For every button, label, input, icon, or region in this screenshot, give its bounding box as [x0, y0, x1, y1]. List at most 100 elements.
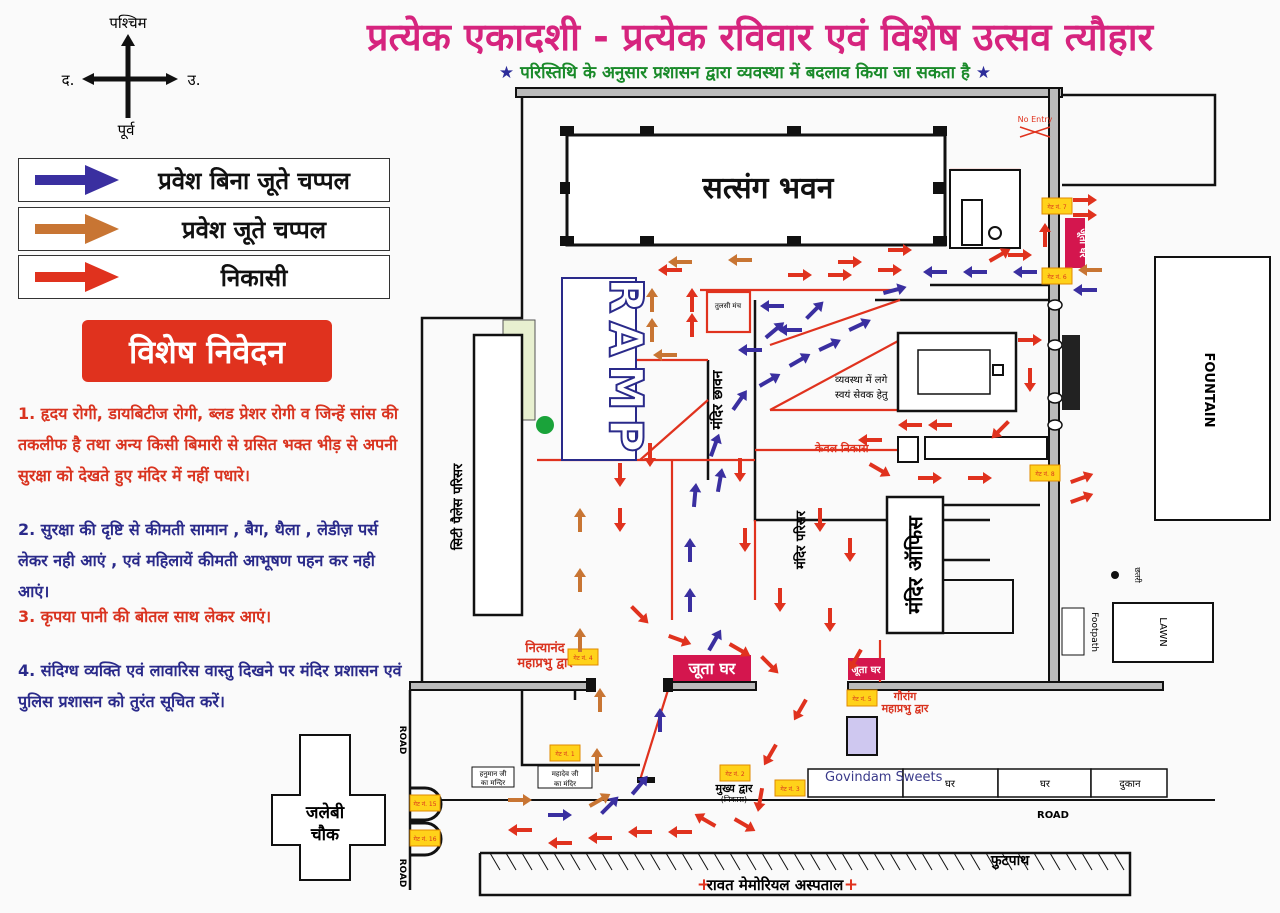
hatch-line [617, 852, 629, 871]
flow-arrows [508, 194, 1102, 849]
flow-arrow-icon [824, 608, 836, 632]
gate-label: गेट नं. 7 [1047, 203, 1066, 211]
flow-arrow-icon [646, 288, 658, 312]
hospital-plus-left: + [697, 875, 711, 895]
compass: पश्चिम द. उ. पूर्व [62, 14, 201, 140]
flow-arrow-icon [654, 708, 666, 732]
flow-arrow-icon [588, 793, 611, 808]
flow-arrow-icon [868, 462, 891, 477]
flow-arrow-icon [753, 787, 766, 812]
hatch-line [969, 852, 981, 871]
mandir-chhavan-label: मंदिर छावन [709, 369, 726, 430]
gate-label: गेट नं. 4 [573, 654, 592, 662]
gate-marker: गेट नं. 16 [409, 829, 441, 847]
star-icon: ★ [975, 63, 992, 83]
gate-markers: गेट नं. 1गेट नं. 2गेट नं. 3गेट नं. 4गेट … [409, 197, 1073, 847]
hatch-line [1017, 852, 1029, 871]
shoe-house-gauranga [848, 658, 885, 680]
gate-marker: गेट नं. 7 [1041, 197, 1073, 215]
hatch-line [777, 852, 789, 871]
side-room [949, 169, 1021, 249]
jalebi-label-1: जलेबी [305, 802, 345, 823]
hatch-line [489, 852, 501, 871]
flow-arrow-icon [1078, 264, 1102, 276]
hatch-line [873, 852, 885, 871]
flow-arrow-icon [1018, 334, 1042, 346]
flow-arrow-icon [858, 434, 882, 446]
nityanand-gate-label-2: महाप्रभु द्वार [516, 656, 573, 671]
flow-arrow-icon [888, 244, 912, 256]
flow-arrow-icon [646, 318, 658, 342]
flow-arrow-icon [738, 344, 762, 356]
legend-entry-exit: निकासी [18, 255, 390, 299]
flow-arrow-icon [574, 568, 586, 592]
hatch-line [921, 852, 933, 871]
flow-arrow-icon [694, 813, 717, 828]
fountain [1154, 256, 1271, 521]
flow-arrow-icon [628, 826, 652, 838]
flow-arrow-icon [848, 648, 863, 671]
no-entry-icon [1019, 126, 1051, 138]
flow-arrow-icon [878, 264, 902, 276]
legend-label: प्रवेश जूते चप्पल [181, 215, 327, 244]
gate-label: गेट नं. 15 [413, 800, 436, 808]
flow-arrow-icon [574, 508, 586, 532]
flow-arrow-icon [923, 266, 947, 278]
lawn-label: LAWN [1157, 617, 1168, 646]
flow-arrow-icon [588, 832, 612, 844]
notice-item-3: 3. कृपया पानी की बोतल साथ लेकर आएं। [18, 607, 272, 626]
gate-marker: गेट नं. 3 [774, 779, 806, 797]
subtitle-text: परिस्तिथि के अनुसार प्रशासन द्वारा व्यवस… [520, 63, 970, 83]
flow-arrow-icon [658, 264, 682, 276]
flow-arrow-icon [591, 748, 603, 772]
hatch-line [1001, 852, 1013, 871]
hatch-line [857, 852, 869, 871]
volunteer-label-2: स्वयं सेवक हेतु [835, 389, 889, 401]
gate-marker: गेट नं. 4 [567, 648, 599, 666]
mandir-office [885, 495, 945, 635]
flow-arrow-icon [689, 483, 702, 508]
flow-arrow-icon [686, 288, 698, 312]
flow-arrow-icon [548, 809, 572, 821]
hatch-line [889, 852, 901, 871]
hatch-line [697, 852, 709, 871]
hatch-line [729, 852, 741, 871]
hatch-line [585, 852, 597, 871]
flow-arrow-icon [686, 313, 698, 337]
star-icon: ★ [498, 63, 515, 83]
gauranga-gate-label: गौरांग [893, 689, 917, 703]
legend-label: निकासी [220, 263, 288, 292]
mahadev-label-2: का मंदिर [554, 779, 576, 788]
flow-arrow-icon [630, 605, 649, 624]
city-palace-parisar [472, 333, 524, 617]
shoe-house-main-label: जूता घर [688, 659, 737, 679]
arrow-icon [35, 214, 119, 244]
tulsi-label: तुलसी मंच [715, 301, 742, 310]
flow-arrow-icon [963, 266, 987, 278]
flow-arrow-icon [760, 655, 779, 674]
flow-arrow-icon [844, 538, 856, 562]
flow-arrow-icon [828, 269, 852, 281]
flow-arrow-icon [928, 419, 952, 431]
flow-arrow-icon [1070, 491, 1094, 504]
hatch-line [1081, 852, 1093, 871]
shoe-house-gauranga-label: जूता घर [850, 665, 881, 677]
flow-arrow-icon [728, 642, 751, 657]
hospital-label: रावत मेमोरियल अस्पताल [706, 876, 844, 894]
hatch-line [809, 852, 821, 871]
flow-arrow-icon [644, 443, 656, 467]
flow-arrow-icon [668, 256, 692, 268]
staircase [1062, 335, 1080, 410]
page-subtitle: ★ परिस्तिथि के अनुसार प्रशासन द्वारा व्य… [450, 60, 1040, 83]
flow-arrow-icon [728, 254, 752, 266]
hatch-line [537, 852, 549, 871]
mandir-office-label: मंदिर ऑफिस [903, 515, 927, 615]
flow-arrow-icon [574, 628, 586, 652]
flow-arrow-icon [991, 420, 1010, 439]
hatch-line [985, 852, 997, 871]
main-gate-label: मुख्य द्वार [715, 782, 753, 796]
flow-arrow-icon [1073, 194, 1097, 206]
special-notice-heading: विशेष निवेदन [82, 320, 332, 382]
ramp [561, 277, 637, 461]
shop-ghar-2: घर [1040, 779, 1051, 790]
